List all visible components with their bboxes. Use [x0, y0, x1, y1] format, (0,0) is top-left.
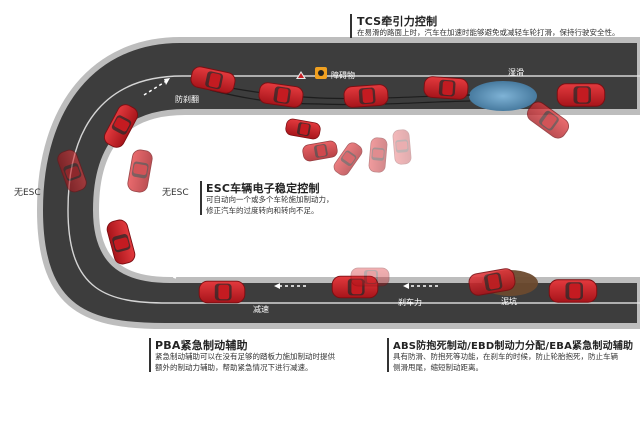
car: [548, 279, 598, 303]
tcs-separator: [350, 14, 352, 38]
label-decelerate: 减速: [253, 305, 269, 314]
car: [301, 139, 339, 163]
label-pothole: 泥坑: [501, 297, 517, 306]
road: [36, 37, 640, 329]
lane-line: [67, 75, 640, 304]
tire-track: [209, 89, 471, 106]
car: [198, 280, 246, 304]
label-anti-brake: 防刹翻: [175, 95, 199, 104]
pba-title: PBA紧急制动辅助: [155, 339, 248, 352]
car: [423, 75, 469, 101]
label-no-esc-outer: 无ESC: [14, 188, 41, 198]
esc-desc-1: 可自动向一个或多个车轮施加制动力，: [206, 195, 334, 204]
abs-separator: [387, 338, 389, 372]
pba-desc-2: 额外的制动力辅助，帮助紧急情况下进行减速。: [155, 363, 313, 372]
arrow-heads: [152, 78, 409, 289]
car: [368, 136, 388, 174]
label-slippery: 湿滑: [508, 68, 524, 77]
water-patch: [469, 81, 537, 111]
label-brake-force: 刹车力: [398, 298, 422, 307]
esc-separator: [200, 181, 202, 215]
car: [343, 83, 389, 109]
abs-desc-2: 侧滑甩尾，缩短制动距离。: [393, 363, 483, 372]
abs-title: ABS防抱死制动/EBD制动力分配/EBA紧急制动辅助: [393, 341, 634, 352]
esc-desc-2: 修正汽车的过度转向和转向不足。: [206, 206, 319, 215]
tcs-title: TCS牵引力控制: [357, 15, 438, 28]
obstacle-icon: [296, 67, 327, 79]
esc-title: ESC车辆电子稳定控制: [206, 182, 320, 195]
abs-desc-1: 具有防滑、防抱死等功能，在刹车的时候，防止轮胎抱死，防止车辆: [393, 352, 618, 361]
pba-desc-1: 紧急制动辅助可以在没有足够的踏板力施加制动时提供: [155, 352, 335, 361]
label-obstacle: 障碍物: [331, 71, 355, 80]
car: [350, 267, 390, 287]
car: [556, 83, 606, 107]
direction-arrows: [124, 79, 438, 287]
tcs-desc: 在易滑的路面上时，汽车在加速时能够避免或减轻车轮打滑，保持行驶安全性。: [357, 28, 620, 37]
car: [284, 117, 322, 141]
pba-separator: [149, 338, 151, 372]
car: [392, 128, 412, 166]
car: [126, 148, 154, 194]
label-no-esc-inner: 无ESC: [162, 188, 189, 198]
